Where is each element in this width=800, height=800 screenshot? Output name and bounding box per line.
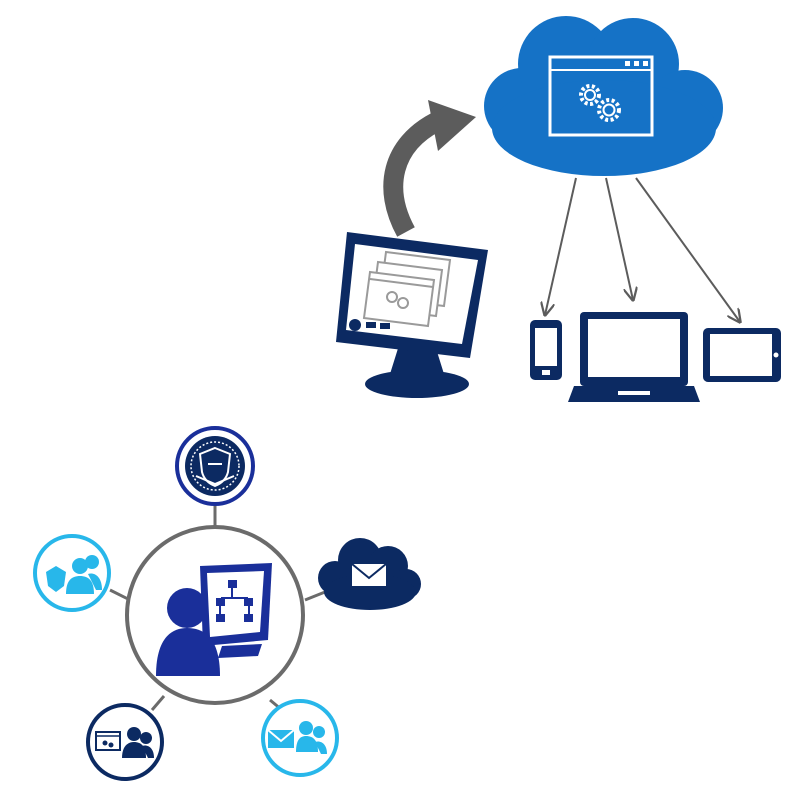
distribution-arrows — [545, 177, 740, 322]
user-at-computer-icon — [156, 563, 272, 676]
user-hub-diagram — [33, 426, 421, 781]
security-shield-badge-icon — [190, 441, 240, 491]
org-chart-icon — [216, 580, 253, 622]
spoke-email-users — [261, 699, 339, 777]
desktop-monitor-icon — [336, 232, 488, 398]
cloud-deployment-diagram — [336, 16, 781, 402]
tablet-icon — [703, 328, 781, 382]
stacked-app-windows-icon — [362, 250, 452, 328]
cloud-icon — [484, 16, 723, 176]
email-users-icon — [267, 721, 327, 754]
taskbar-icon — [349, 319, 390, 331]
spoke-app-users — [86, 703, 164, 781]
curved-arrow-icon — [383, 100, 476, 237]
smartphone-icon — [530, 320, 562, 380]
app-window-gears-icon — [548, 55, 654, 137]
spoke-group-users — [33, 534, 111, 612]
app-users-icon — [95, 727, 154, 758]
laptop-icon — [568, 312, 700, 402]
group-users-icon — [46, 555, 102, 594]
spoke-security — [175, 426, 255, 506]
hub-center — [125, 525, 305, 705]
cloud-email-icon — [318, 538, 421, 610]
